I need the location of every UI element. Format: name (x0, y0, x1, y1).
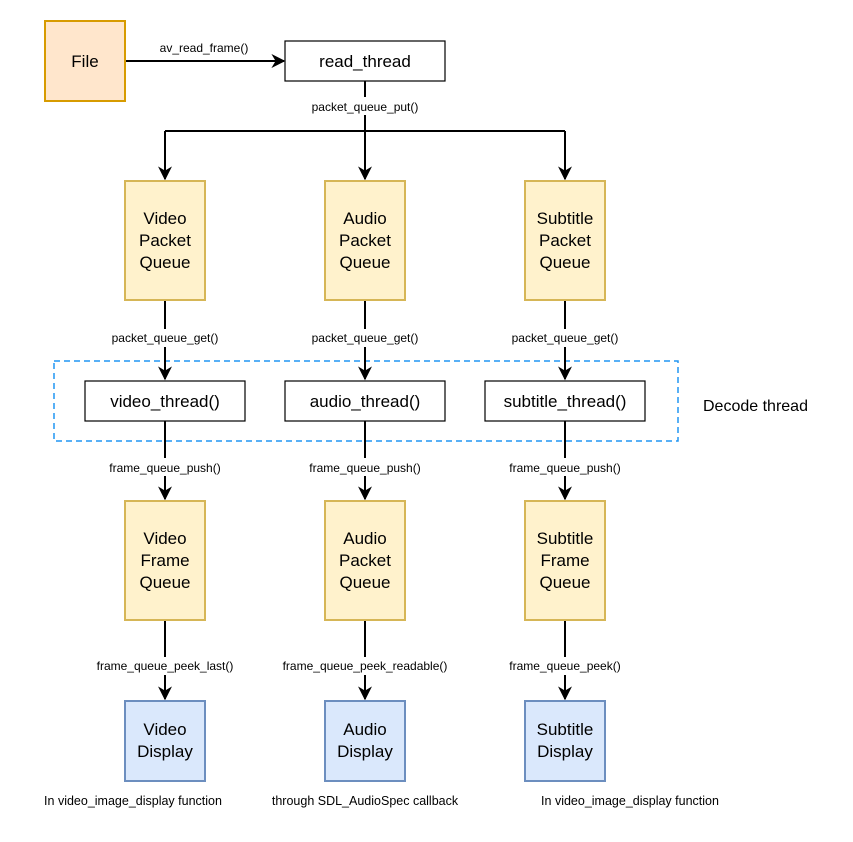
svg-text:subtitle_thread(): subtitle_thread() (504, 392, 627, 411)
node-audio-thread: audio_thread() (284, 380, 446, 422)
label-subtitle-frame-queue-push: frame_queue_push() (509, 461, 620, 475)
label-frame-queue-peek-readable: frame_queue_peek_readable() (283, 659, 448, 673)
label-audio-packet-queue-get: packet_queue_get() (312, 331, 419, 345)
node-subtitle-thread: subtitle_thread() (484, 380, 646, 422)
label-video-packet-queue-get: packet_queue_get() (112, 331, 219, 345)
note-audio-display: through SDL_AudioSpec callback (272, 794, 459, 808)
node-read-thread: read_thread (284, 40, 446, 82)
label-audio-frame-queue-push: frame_queue_push() (309, 461, 420, 475)
label-subtitle-packet-queue-get: packet_queue_get() (512, 331, 619, 345)
label-video-frame-queue-push: frame_queue_push() (109, 461, 220, 475)
note-subtitle-display: In video_image_display function (541, 794, 719, 808)
label-packet-queue-put: packet_queue_put() (312, 100, 419, 114)
note-video-display: In video_image_display function (44, 794, 222, 808)
decode-thread-label: Decode thread (703, 398, 808, 415)
node-file: File (44, 20, 126, 102)
svg-text:video_thread(): video_thread() (110, 392, 220, 411)
node-video-thread: video_thread() (84, 380, 246, 422)
edge-labels: av_read_frame() packet_queue_put() packe… (92, 41, 632, 675)
label-frame-queue-peek: frame_queue_peek() (509, 659, 620, 673)
label-frame-queue-peek-last: frame_queue_peek_last() (97, 659, 234, 673)
label-av-read-frame: av_read_frame() (160, 41, 249, 55)
svg-text:read_thread: read_thread (319, 52, 411, 71)
svg-text:File: File (71, 52, 98, 71)
svg-text:audio_thread(): audio_thread() (310, 392, 421, 411)
